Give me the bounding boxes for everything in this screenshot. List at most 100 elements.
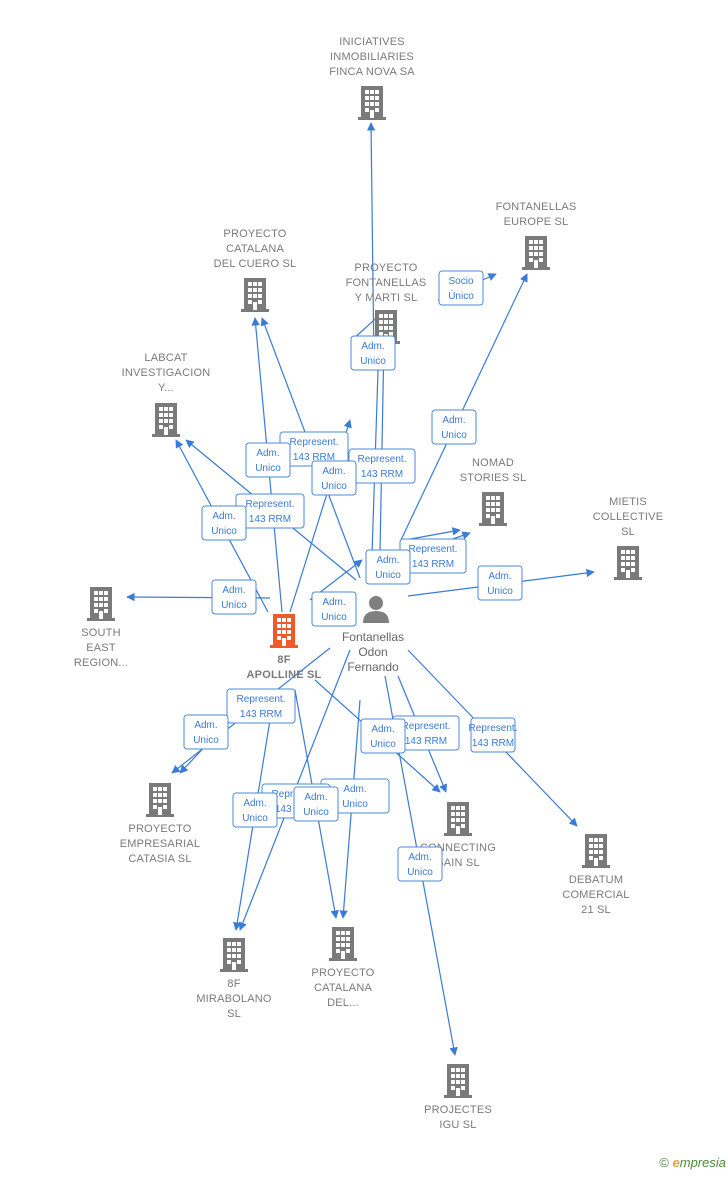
building-icon	[220, 938, 248, 972]
edge-label-text: Unico	[487, 586, 513, 597]
edge-label[interactable]: Adm.Unico	[183, 714, 229, 750]
company-label: COMERCIAL	[562, 889, 629, 901]
edge-label-text: Unico	[193, 735, 219, 746]
edge-label-text: Represent.	[402, 721, 451, 732]
edge-label-text: Unico	[370, 739, 396, 750]
edge-label[interactable]: Adm. Unico	[431, 409, 477, 445]
edge-label-text: 143 RRM	[405, 736, 447, 747]
edge-label-box	[350, 335, 396, 371]
company-label: PROYECTO	[354, 262, 417, 274]
edge-label[interactable]: Adm.Unico	[360, 718, 406, 754]
edge-label-text: Unico	[441, 430, 467, 441]
relationship-edge	[366, 122, 376, 367]
edge-label-box	[211, 579, 257, 615]
company-label: REGION...	[74, 657, 128, 669]
edge-label-box	[397, 846, 443, 882]
company-label: FONTANELLAS	[346, 277, 427, 289]
company-label: PROYECTO	[128, 823, 191, 835]
person-icon	[363, 596, 389, 623]
edge-label[interactable]: Adm.Unico	[245, 442, 291, 478]
edge-label[interactable]: Adm.Unico	[311, 591, 357, 627]
edge-label-text: 143 RRM	[361, 469, 403, 480]
edge-label-text: Represent.	[290, 437, 339, 448]
company-label: 8F	[277, 654, 290, 666]
company-label: INICIATIVES	[339, 36, 405, 48]
company-label: PROYECTO	[311, 967, 374, 979]
edge-label-text: Unico	[303, 807, 329, 818]
company-node-southeast[interactable]: SOUTHEASTREGION...	[74, 587, 128, 669]
edge-label[interactable]: Adm. Unico	[201, 505, 247, 541]
edge-label-text: 143 RRM	[412, 559, 454, 570]
company-label: LABCAT	[144, 352, 187, 364]
company-label: SL	[621, 526, 635, 538]
relationship-edge	[379, 339, 389, 553]
company-label: INMOBILIARIES	[330, 51, 414, 63]
edge-label[interactable]: Represent.143 RRM	[469, 717, 518, 753]
edge-label[interactable]: Adm.Unico	[365, 549, 411, 585]
empresia-logo[interactable]: empresia	[673, 1155, 726, 1170]
edge-label-text: Unico	[342, 799, 368, 810]
edge-label-text: Adm.	[212, 511, 235, 522]
company-label: CATALANA	[226, 243, 285, 255]
company-label: CATASIA SL	[128, 853, 191, 865]
company-node-catalana-del[interactable]: PROYECTO CATALANA DEL...	[311, 927, 375, 1009]
building-icon	[152, 403, 180, 437]
edge-label-box	[470, 717, 516, 753]
company-node-marti[interactable]: PROYECTO FONTANELLAS Y MARTI SL	[346, 262, 427, 344]
edge-label[interactable]: Represent.143 RRM	[399, 538, 467, 574]
building-icon	[329, 927, 357, 961]
edge-label[interactable]: Represent.143 RRM	[226, 688, 296, 724]
company-label: Y MARTI SL	[355, 292, 418, 304]
edge-label-text: Adm.	[322, 466, 345, 477]
edge-label[interactable]: Represent.143 RRM	[348, 448, 416, 484]
edge-label[interactable]: Adm.Unico	[211, 579, 257, 615]
company-node-labcat[interactable]: LABCATINVESTIGACIONY...	[122, 352, 211, 437]
edge-label-text: Socio	[448, 276, 473, 287]
edge-label-text: Unico	[407, 867, 433, 878]
edge-label-box	[438, 270, 484, 306]
company-label: DEL...	[327, 997, 359, 1009]
copyright-symbol: ©	[659, 1155, 669, 1170]
relationship-edge	[399, 273, 528, 543]
edge-label-text: Adm.	[343, 784, 366, 795]
building-icon	[522, 236, 550, 270]
edge-label-box	[201, 505, 247, 541]
edge-label[interactable]: Adm.Unico	[397, 846, 443, 882]
edge-label[interactable]: Adm.Unico	[477, 565, 523, 601]
edge-label-text: Adm.	[243, 798, 266, 809]
company-label: DEL CUERO SL	[214, 258, 297, 270]
company-label: CATALANA	[314, 982, 373, 994]
edge-label[interactable]: Adm.Unico	[311, 460, 357, 496]
edge-label-text: Unico	[211, 526, 237, 537]
edge-label-text: Adm.	[222, 585, 245, 596]
edge-label-box	[232, 792, 278, 828]
company-label: SOUTH	[81, 627, 121, 639]
edge-label[interactable]: Represent.143 RRM	[235, 493, 305, 529]
edge-label-text: Adm.	[442, 415, 465, 426]
edge-label[interactable]: Adm.Unico	[350, 335, 396, 371]
edge-label-text: Adm.	[322, 597, 345, 608]
edge-label[interactable]: Adm.Unico	[293, 786, 339, 822]
edge-label-text: Unico	[360, 356, 386, 367]
edge-labels-layer: Adm.UnicoSocioÚnicoAdm.UnicoRepresent.14…	[183, 270, 523, 882]
edge-label-text: Único	[448, 289, 474, 302]
edge-label-text: 143 RRM	[240, 709, 282, 720]
building-icon	[582, 834, 610, 868]
edge-label[interactable]: Adm.Unico	[232, 792, 278, 828]
company-label: SAIN SL	[436, 857, 480, 869]
edge-label-box	[226, 688, 296, 724]
